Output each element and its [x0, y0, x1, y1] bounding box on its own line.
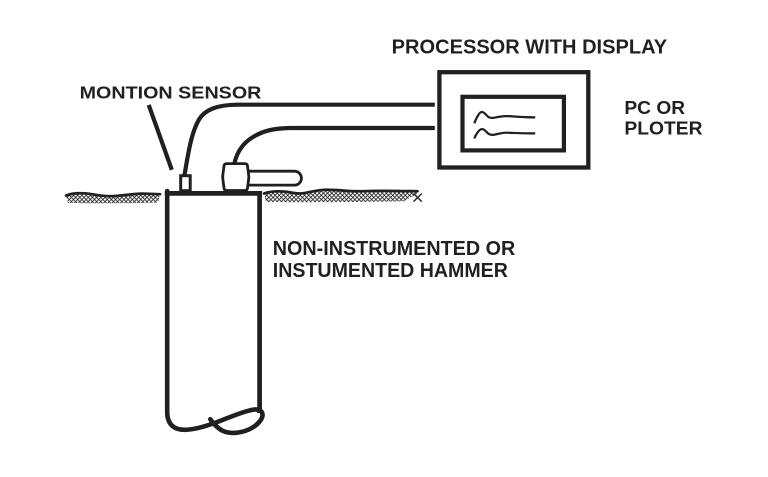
svg-text:PC OR: PC OR: [624, 97, 685, 118]
svg-text:INSTUMENTED HAMMER: INSTUMENTED HAMMER: [273, 260, 508, 282]
svg-text:PLOTER: PLOTER: [624, 118, 703, 139]
svg-text:NON-INSTRUMENTED OR: NON-INSTRUMENTED OR: [273, 238, 516, 260]
svg-text:PROCESSOR WITH DISPLAY: PROCESSOR WITH DISPLAY: [392, 36, 668, 58]
svg-text:MONTION SENSOR: MONTION SENSOR: [80, 82, 262, 102]
